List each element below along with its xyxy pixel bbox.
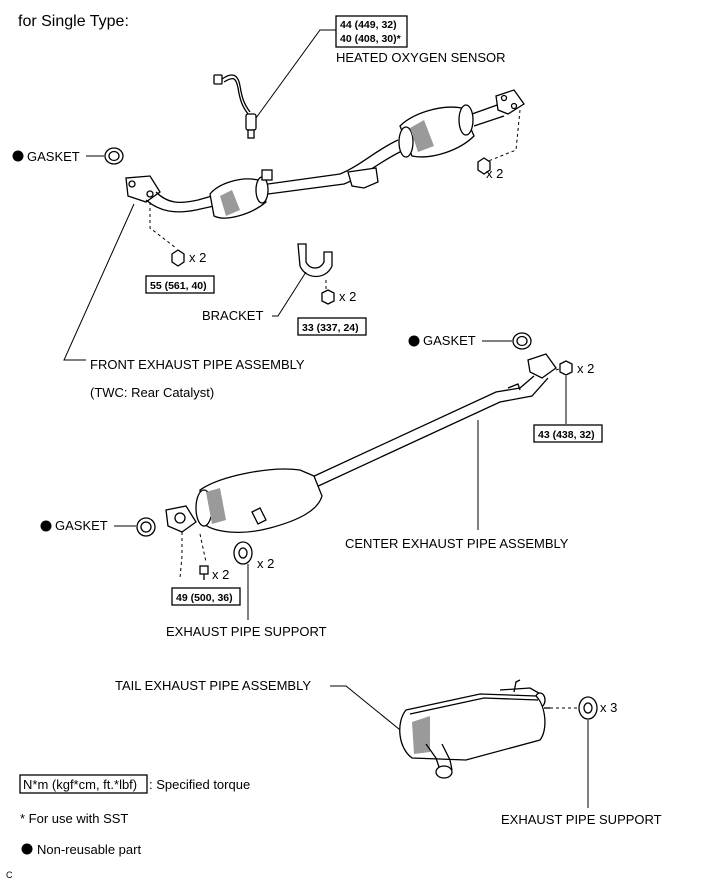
torque-front-flange: 55 (561, 40) (150, 280, 207, 292)
legend-torque-key-box (19, 774, 148, 794)
qty-rear-flange-nut: x 2 (486, 166, 503, 181)
nut-center-flange (559, 360, 573, 376)
label-exhaust-pipe-support-2: EXHAUST PIPE SUPPORT (501, 812, 662, 827)
non-reusable-bullet-gasket-3 (40, 520, 52, 532)
nut-front-flange (171, 249, 185, 267)
center-exhaust-pipe-assembly (165, 353, 557, 533)
nut-bracket (321, 289, 335, 305)
corner-mark: C (6, 870, 13, 880)
qty-center-flange-nut: x 2 (577, 361, 594, 376)
nut-rear-flange (477, 157, 491, 175)
torque-center-flange: 43 (438, 32) (538, 429, 595, 441)
legend-sst-note: * For use with SST (20, 811, 128, 826)
torque-bracket: 33 (337, 24) (302, 322, 359, 334)
exhaust-pipe-support-2 (578, 696, 598, 720)
label-heated-oxygen-sensor: HEATED OXYGEN SENSOR (336, 50, 506, 65)
torque-oxygen-sensor-1: 44 (449, 32) (340, 19, 397, 31)
torque-box-oxygen-sensor (335, 15, 408, 48)
non-reusable-bullet-gasket-2 (408, 335, 420, 347)
torque-box-front-flange (145, 275, 215, 294)
legend-torque-desc: : Specified torque (149, 777, 250, 792)
label-gasket-2: GASKET (423, 333, 476, 348)
exhaust-pipe-support-1 (233, 541, 253, 565)
torque-oxygen-sensor-2: 40 (408, 30)* (340, 33, 402, 45)
torque-box-center-rear (171, 587, 241, 606)
label-tail-exhaust-pipe-assembly: TAIL EXHAUST PIPE ASSEMBLY (115, 678, 311, 693)
bracket (297, 243, 333, 278)
qty-support-2: x 3 (600, 700, 617, 715)
legend-non-reusable: Non-reusable part (37, 842, 141, 857)
non-reusable-bullet-gasket-1 (12, 150, 24, 162)
qty-bracket-nut: x 2 (339, 289, 356, 304)
label-bracket: BRACKET (202, 308, 263, 323)
heated-oxygen-sensor (213, 74, 257, 139)
legend-non-reusable-bullet (21, 843, 33, 855)
torque-box-bracket (297, 317, 367, 336)
legend-torque-key: N*m (kgf*cm, ft.*lbf) (23, 777, 137, 792)
front-exhaust-pipe-assembly (125, 89, 525, 219)
label-twc-note: (TWC: Rear Catalyst) (90, 385, 214, 400)
torque-box-center-flange (533, 424, 603, 443)
label-gasket-3: GASKET (55, 518, 108, 533)
label-front-exhaust-pipe-assembly: FRONT EXHAUST PIPE ASSEMBLY (90, 357, 305, 372)
qty-front-flange-nut: x 2 (189, 250, 206, 265)
label-exhaust-pipe-support-1: EXHAUST PIPE SUPPORT (166, 624, 327, 639)
gasket-center (512, 332, 532, 350)
bolt-center-rear (199, 565, 209, 580)
tail-exhaust-pipe-assembly (399, 679, 550, 779)
label-gasket-1: GASKET (27, 149, 80, 164)
qty-support-1: x 2 (257, 556, 274, 571)
qty-center-rear-bolt: x 2 (212, 567, 229, 582)
torque-center-rear: 49 (500, 36) (176, 592, 233, 604)
gasket-front (104, 147, 124, 165)
section-title: for Single Type: (18, 13, 129, 30)
gasket-rear (136, 517, 156, 537)
label-center-exhaust-pipe-assembly: CENTER EXHAUST PIPE ASSEMBLY (345, 536, 569, 551)
